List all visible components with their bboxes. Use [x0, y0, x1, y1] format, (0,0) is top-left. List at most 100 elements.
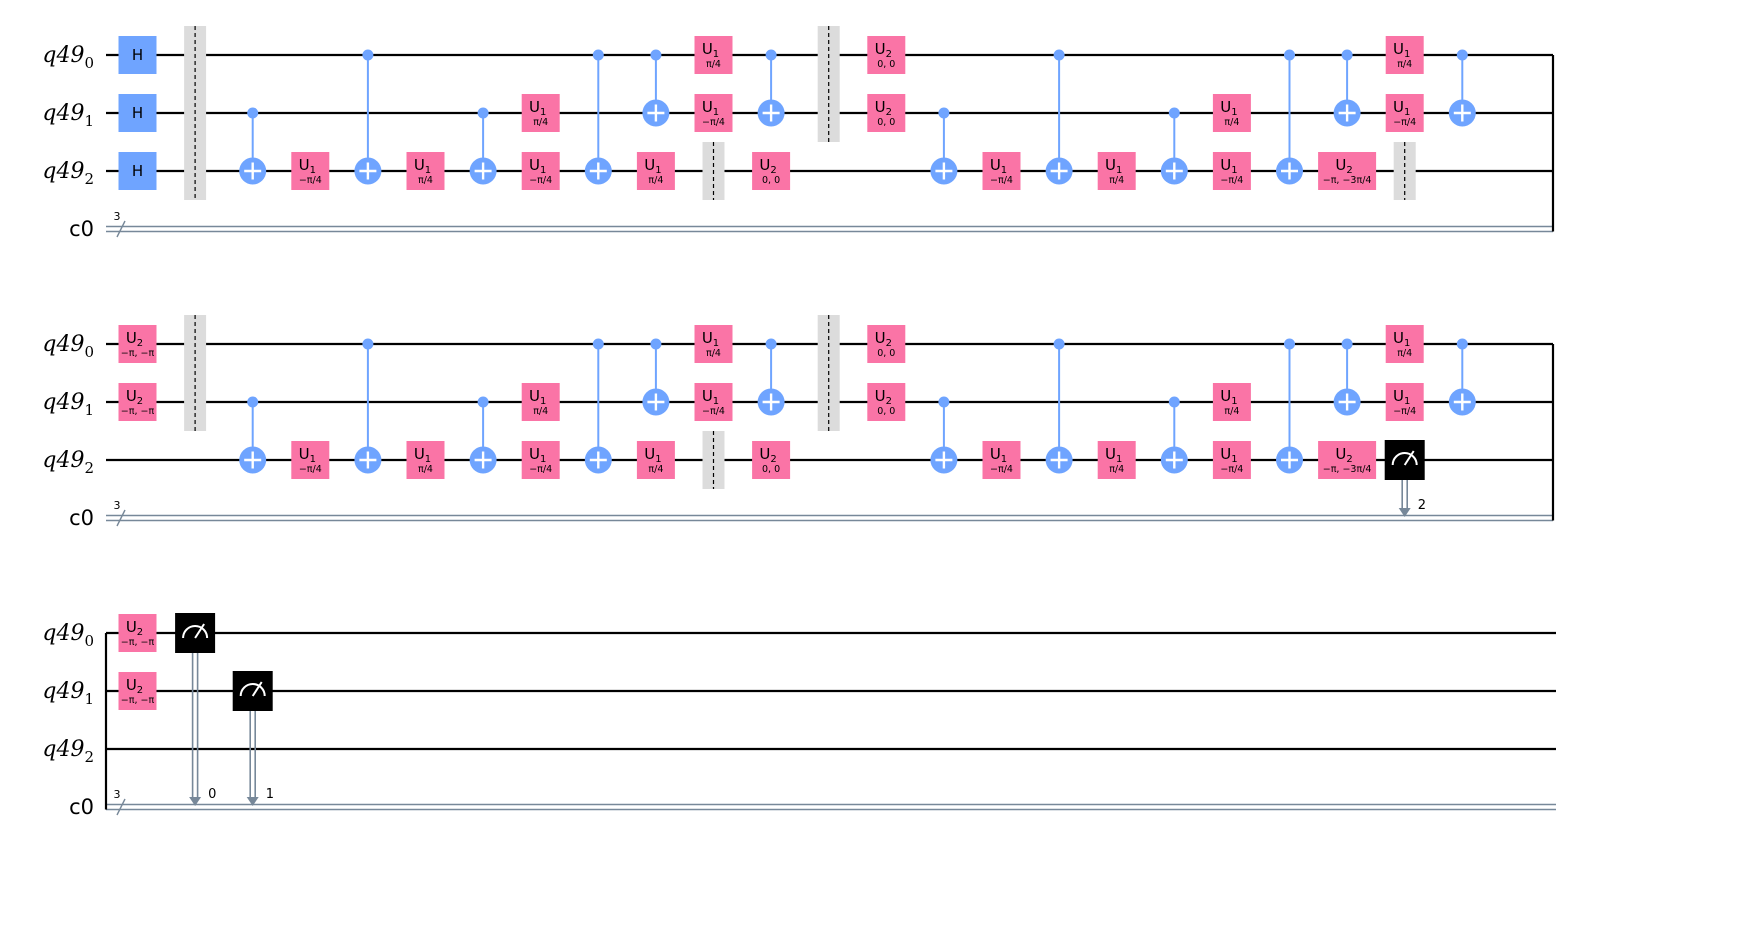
- barrier: [184, 26, 207, 200]
- gate-param: π/4: [706, 59, 721, 70]
- gate-box: [1097, 441, 1136, 479]
- gate-param: π/4: [1397, 59, 1412, 70]
- gate-name: U1: [414, 445, 431, 465]
- u1-gate: U1−π/4: [291, 441, 330, 479]
- gate-box: [752, 152, 791, 190]
- gate-name: U1: [702, 387, 719, 407]
- qubit-label: q492: [42, 737, 94, 766]
- u1-gate: U1π/4: [636, 441, 675, 479]
- u1-gate: U1−π/4: [1212, 152, 1251, 190]
- meter-arc: [1391, 452, 1418, 466]
- gate-name: U2: [126, 329, 143, 349]
- gate-param: −π/4: [702, 117, 725, 128]
- gate-param: −π, −3π/4: [1323, 464, 1372, 475]
- gate-box: [636, 441, 675, 479]
- u1-gate: U1π/4: [1212, 94, 1251, 132]
- gate-name: U1: [1393, 387, 1410, 407]
- gate-param: π/4: [418, 464, 433, 475]
- qubit-label: q490: [42, 621, 94, 650]
- barrier: [1393, 142, 1416, 200]
- qubit-label: q491: [42, 679, 94, 708]
- gate-box: [867, 383, 906, 421]
- u1-gate: U1π/4: [1212, 383, 1251, 421]
- gate-name: U1: [1393, 40, 1410, 60]
- gate-name: U1: [702, 40, 719, 60]
- gate-name: U2: [126, 387, 143, 407]
- cnot-gate: [1276, 338, 1303, 474]
- meter-box: [175, 613, 216, 653]
- measure-gate: 1: [232, 671, 274, 806]
- u1-gate: U1π/4: [1385, 325, 1424, 363]
- cnot-gate: [757, 338, 785, 416]
- u1-gate: U1π/4: [636, 152, 675, 190]
- gate-box: [118, 152, 157, 190]
- classical-label: c0: [69, 506, 94, 530]
- qubit-label: q490: [42, 332, 94, 361]
- gate-param: −π/4: [1393, 406, 1416, 417]
- gate-box: [1097, 152, 1136, 190]
- cnot-gate: [239, 396, 267, 474]
- gate-box: [291, 441, 330, 479]
- u2-gate: U2−π, −3π/4: [1318, 441, 1377, 479]
- qubit-label: q492: [42, 448, 94, 477]
- gate-name: H: [132, 104, 143, 122]
- gate-box: [118, 325, 157, 363]
- gate-param: π/4: [1109, 464, 1124, 475]
- control-dot: [650, 49, 662, 61]
- barrier: [817, 315, 840, 431]
- gate-name: U1: [990, 156, 1007, 176]
- gate-box: [1212, 94, 1251, 132]
- gate-box: [406, 441, 445, 479]
- gate-box: [867, 36, 906, 74]
- h-gate: H: [118, 36, 157, 74]
- gate-param: π/4: [1224, 406, 1239, 417]
- gate-box: [752, 441, 791, 479]
- classical-size-label: 3: [114, 788, 121, 801]
- gate-box: [1385, 36, 1424, 74]
- cnot-gate: [1448, 338, 1476, 416]
- u1-gate: U1π/4: [694, 36, 733, 74]
- cnot-gate: [469, 396, 497, 474]
- gate-param: 0, 0: [877, 117, 895, 128]
- u1-gate: U1−π/4: [1385, 94, 1424, 132]
- gate-box: [1212, 152, 1251, 190]
- u1-gate: U1−π/4: [1212, 441, 1251, 479]
- control-dot: [1284, 338, 1295, 350]
- bundle-slash: [116, 798, 126, 816]
- control-dot: [1456, 49, 1468, 61]
- control-dot: [1341, 49, 1353, 61]
- control-dot: [1168, 396, 1180, 408]
- gate-param: π/4: [1224, 117, 1239, 128]
- meter-icon: [182, 623, 209, 639]
- gate-box: [118, 672, 157, 710]
- gate-box: [694, 94, 733, 132]
- control-dot: [938, 396, 950, 408]
- gate-name: U1: [529, 156, 546, 176]
- gate-box: [521, 441, 560, 479]
- control-dot: [247, 107, 259, 119]
- u1-gate: U1π/4: [1097, 152, 1136, 190]
- h-gate: H: [118, 94, 157, 132]
- gate-box: [118, 614, 157, 652]
- gate-name: U1: [702, 98, 719, 118]
- gate-box: [1212, 383, 1251, 421]
- gate-name: U2: [1335, 156, 1352, 176]
- h-gate: H: [118, 152, 157, 190]
- cnot-gate: [354, 49, 382, 185]
- control-dot: [938, 107, 950, 119]
- u1-gate: U1−π/4: [982, 441, 1021, 479]
- gate-param: −π/4: [299, 175, 322, 186]
- qubit-label: q492: [42, 159, 94, 188]
- u1-gate: U1−π/4: [521, 152, 560, 190]
- gate-name: U1: [529, 98, 546, 118]
- u1-gate: U1π/4: [1385, 36, 1424, 74]
- gate-box: [521, 383, 560, 421]
- gate-box: [694, 383, 733, 421]
- gate-box: [867, 325, 906, 363]
- gate-param: −π/4: [990, 464, 1013, 475]
- control-dot: [765, 338, 777, 350]
- cnot-gate: [757, 49, 785, 127]
- gate-name: U2: [1335, 445, 1352, 465]
